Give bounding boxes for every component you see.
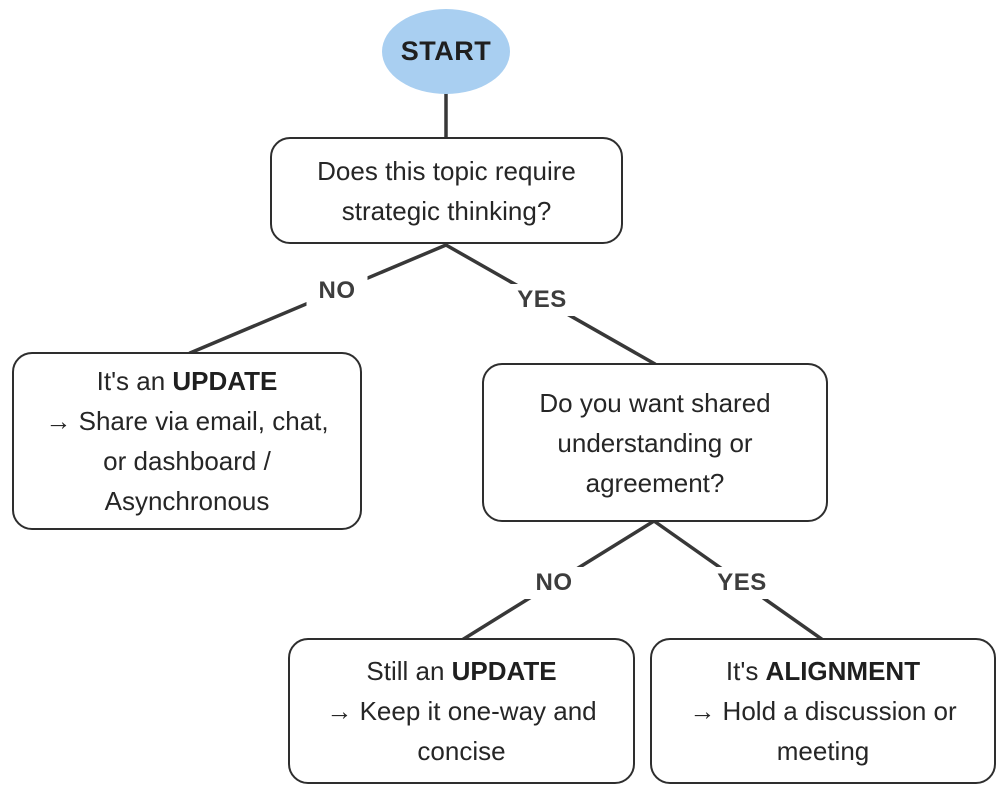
outcome-line: → Share via email, chat, [45,406,329,436]
edge-label-yes: YES [505,284,579,316]
edge-label-no: NO [523,567,585,599]
outcome-still-update: Still an UPDATE → Keep it one-way and co… [288,638,635,784]
outcome-keyword: UPDATE [172,366,278,396]
outcome-alignment: It's ALIGNMENT → Hold a discussion or me… [650,638,996,784]
outcome-line: concise [417,736,506,766]
start-label: START [400,36,492,66]
outcome-line: Asynchronous [104,486,270,516]
outcome-update: It's an UPDATE → Share via email, chat, … [12,352,362,530]
question-shared-understanding: Do you want shared understanding or agre… [482,363,828,522]
start-node: START [382,9,510,94]
question-line: understanding or [557,427,753,458]
question-line: Do you want shared [539,387,771,418]
outcome-keyword: UPDATE [451,656,557,686]
question-line: strategic thinking? [341,195,552,226]
outcome-heading: It's an UPDATE [96,366,278,396]
edge-label-no: NO [306,275,368,307]
question-line: Does this topic require [317,155,576,186]
question-strategic-thinking: Does this topic require strategic thinki… [270,137,623,244]
outcome-heading: It's ALIGNMENT [725,656,921,686]
outcome-line: → Hold a discussion or [689,696,957,726]
outcome-heading: Still an UPDATE [366,656,557,686]
edge-label-yes: YES [705,567,779,599]
outcome-keyword: ALIGNMENT [765,656,921,686]
outcome-line: or dashboard / [103,446,271,476]
outcome-line: meeting [776,736,870,766]
outcome-line: → Keep it one-way and [326,696,597,726]
question-line: agreement? [585,467,725,498]
